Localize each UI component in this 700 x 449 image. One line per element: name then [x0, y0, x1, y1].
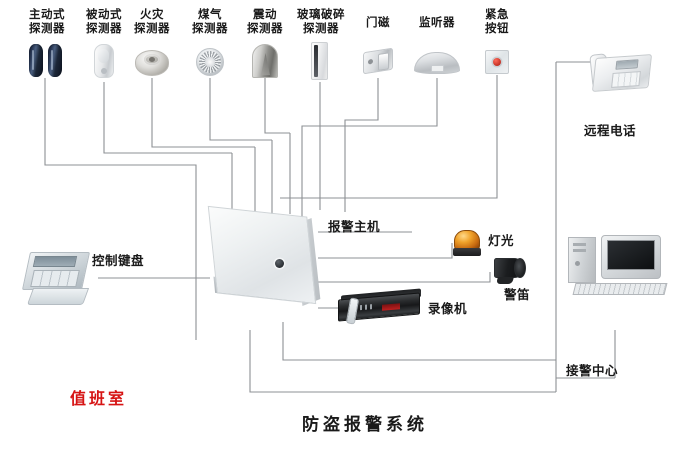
telephone-icon [588, 48, 653, 92]
diagram-title: 防盗报警系统 [302, 415, 428, 435]
fire-smoke-detector-icon [135, 50, 169, 76]
siren-horn-icon [490, 256, 528, 286]
label-listening-device: 监听器 [419, 15, 455, 29]
label-door-contact: 门磁 [366, 15, 390, 29]
emergency-button-icon [485, 50, 509, 74]
listening-device-icon [414, 52, 460, 74]
label-strobe-light: 灯光 [488, 233, 515, 248]
vibration-detector-icon [252, 44, 278, 78]
dvr-recorder-icon [338, 288, 424, 325]
alarm-control-panel-icon [207, 205, 330, 320]
label-recorder: 录像机 [428, 301, 468, 316]
gas-detector-icon [196, 48, 224, 76]
strobe-light-icon [452, 228, 482, 258]
glass-break-detector-icon [311, 42, 328, 80]
label-siren: 警笛 [504, 287, 531, 302]
label-passive-detector: 被动式 探测器 [86, 7, 122, 35]
passive-infrared-detector-icon [94, 44, 114, 78]
label-vibration-detector: 震动 探测器 [247, 7, 283, 35]
label-emergency-button: 紧急 按钮 [485, 7, 509, 35]
active-beam-detector-icon-2 [48, 44, 62, 77]
label-duty-room: 值班室 [70, 389, 128, 408]
active-beam-detector-icon [29, 44, 43, 77]
label-gas-detector: 煤气 探测器 [192, 7, 228, 35]
label-alarm-host: 报警主机 [328, 219, 381, 234]
label-glass-break-detector: 玻璃破碎 探测器 [297, 7, 345, 35]
keypad-icon [21, 250, 94, 308]
door-contact-icon [363, 47, 393, 75]
label-fire-detector: 火灾 探测器 [134, 7, 170, 35]
computer-icon [568, 235, 668, 297]
label-control-keypad: 控制键盘 [92, 253, 145, 268]
label-alarm-center: 接警中心 [566, 363, 619, 378]
label-active-detector: 主动式 探测器 [29, 7, 65, 35]
label-remote-phone: 远程电话 [584, 123, 637, 138]
